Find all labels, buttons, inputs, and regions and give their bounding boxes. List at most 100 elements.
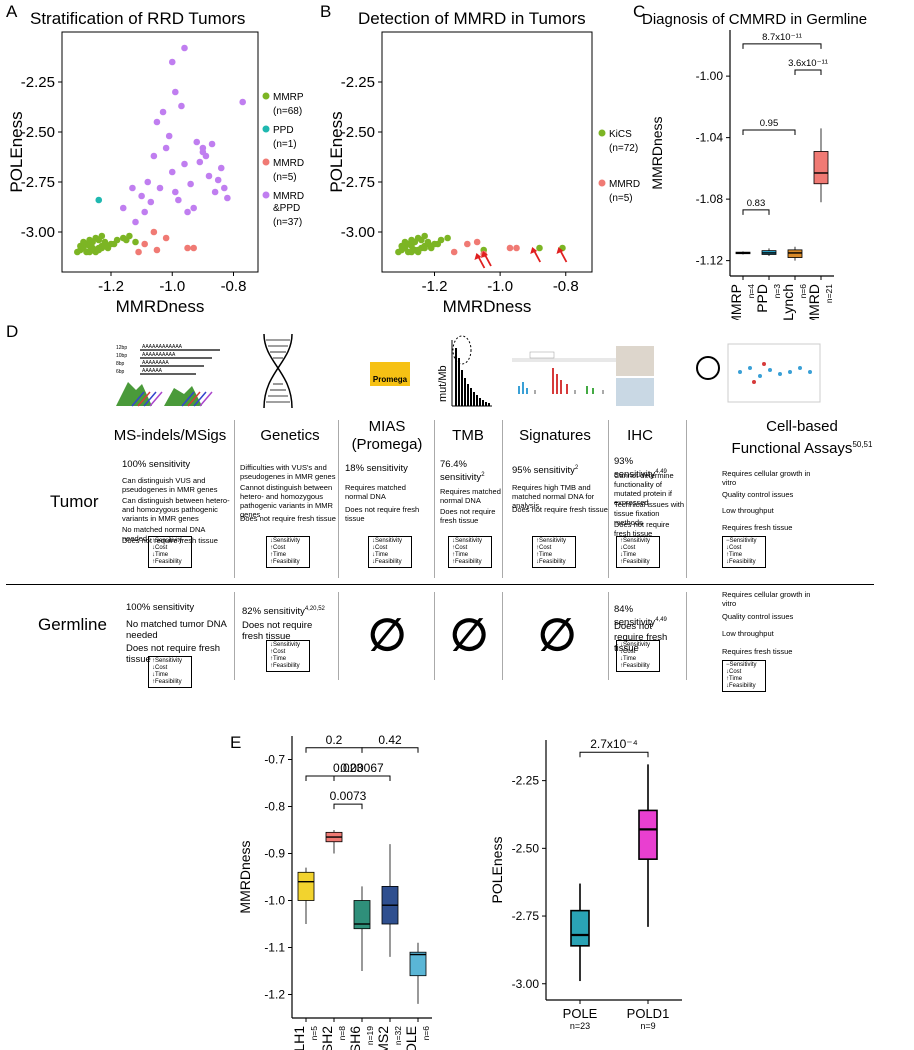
row-label-germline: Germline xyxy=(38,615,107,634)
germline-ihc-summary: ↓Sensitivity↓Cost↓Time↑Feasibility xyxy=(616,640,660,672)
data-point xyxy=(132,218,139,226)
summary-time: ↑Time xyxy=(726,552,743,558)
tumor-mias-summary: ↓Sensitivity↓Cost↓Time↓Feasibility xyxy=(368,536,412,568)
summary-cost: ↑Cost xyxy=(270,545,286,551)
icon-label: AAAAAAAAAA xyxy=(142,352,176,358)
summary-feasibility: ↓Feasibility xyxy=(726,559,756,565)
legend-count: (n=5) xyxy=(273,172,297,183)
tumor-tmb-note-2: Does not require fresh tissue xyxy=(440,507,496,525)
data-point xyxy=(129,184,136,192)
promega-logo: Promega xyxy=(370,362,410,386)
tumor-signatures-note-2: Does not require fresh tissue xyxy=(512,505,608,514)
tumor-ihc-summary: ↑Sensitivity↓Cost↓Time↑Feasibility xyxy=(616,536,660,568)
p-value-label: 0.42 xyxy=(378,733,402,747)
legend-swatch xyxy=(598,129,606,137)
summary-sensitivity: ↓Sensitivity xyxy=(372,538,403,544)
tumor-msindels-note-4: Does not require fresh tissue xyxy=(122,536,218,545)
p-value-label: 8.7x10⁻¹¹ xyxy=(762,32,802,43)
icon-label: 12bp xyxy=(116,345,127,351)
legend-swatch xyxy=(262,125,270,133)
tumor-ihc-note-2: Technical issues with tissue fixation me… xyxy=(614,500,685,527)
significance-bracket xyxy=(742,43,822,49)
summary-sensitivity: −Sensitivity xyxy=(726,538,757,544)
signatures-plot-icon xyxy=(512,351,616,394)
y-tick-label: -1.08 xyxy=(696,192,724,206)
x-tick-label: MSH2 xyxy=(319,1026,335,1050)
data-point xyxy=(150,152,158,160)
plot-frame xyxy=(381,31,593,273)
col-head-mias: MIAS (Promega) xyxy=(351,418,423,453)
col-head-signatures: Signatures xyxy=(519,427,591,444)
col-head-functional-assays-ref: 50,51 xyxy=(852,440,873,449)
germline-genetics-ref: 4,20,52 xyxy=(304,606,325,612)
y-tick-label: -2.75 xyxy=(512,909,540,923)
tumor-signatures-sensitivity: 95% sensitivity2 xyxy=(512,463,608,476)
panel-letter-d: D xyxy=(6,322,19,341)
data-point xyxy=(153,246,161,254)
data-point xyxy=(427,242,435,250)
icon-label: mut/Mb xyxy=(438,365,449,402)
y-tick-label: -1.0 xyxy=(264,894,285,908)
summary-sensitivity: ↓Sensitivity xyxy=(620,642,651,648)
col-head-functional-assays-text: Cell-based Functional Assays xyxy=(731,418,853,457)
col-head-tmb: TMB xyxy=(452,427,484,444)
significance-bracket xyxy=(742,129,796,135)
data-point xyxy=(450,248,458,256)
data-point xyxy=(162,234,170,242)
germline-functional-note-4: Requires fresh tissue xyxy=(722,647,793,656)
legend-label: KiCS xyxy=(609,129,632,140)
summary-time: ↑Time xyxy=(270,656,287,662)
ihc-tissue-control-icon xyxy=(616,378,654,406)
significance-bracket xyxy=(305,775,391,781)
germline-genetics-sensitivity-text: 82% sensitivity xyxy=(242,606,305,618)
tumor-signatures-sensitivity-text: 95% sensitivity xyxy=(512,465,575,477)
x-count-label: n=3 xyxy=(772,284,782,299)
dna-helix-icon xyxy=(263,333,293,409)
x-count-label: n=8 xyxy=(337,1026,347,1041)
x-tick-label: -1.0 xyxy=(487,278,513,295)
x-tick-label: -0.8 xyxy=(221,278,247,295)
germline-msindels-note-1: No matched tumor DNA needed xyxy=(126,619,227,641)
x-tick-label: POLE xyxy=(563,1006,598,1021)
significance-bracket xyxy=(742,209,770,215)
summary-feasibility: ↑Feasibility xyxy=(270,663,300,669)
y-tick-label: -0.8 xyxy=(264,800,285,814)
tumor-functional-note-4: Requires fresh tissue xyxy=(722,523,793,532)
col-head-genetics: Genetics xyxy=(260,427,320,444)
chart-title: Detection of MMRD in Tumors xyxy=(358,9,586,28)
data-point xyxy=(175,196,182,204)
significance-bracket xyxy=(333,803,363,810)
data-point xyxy=(401,238,409,246)
summary-sensitivity: ↓Sensitivity xyxy=(452,538,483,544)
summary-time: ↑Time xyxy=(270,552,287,558)
data-point xyxy=(506,244,514,252)
y-axis-label: POLEness xyxy=(327,111,346,192)
red-arrowhead xyxy=(556,247,564,254)
data-point xyxy=(92,234,99,242)
red-arrowhead xyxy=(530,247,538,254)
y-tick-label: -1.00 xyxy=(696,69,724,83)
x-tick-label: Lynch xyxy=(780,284,796,320)
red-arrowhead xyxy=(474,253,482,260)
data-point xyxy=(147,198,155,206)
data-point xyxy=(513,244,520,252)
tumor-mias-sensitivity: 18% sensitivity xyxy=(345,463,408,474)
panel-letter-e: E xyxy=(230,733,242,752)
summary-time: ↓Time xyxy=(152,552,169,558)
significance-bracket xyxy=(361,747,419,753)
x-tick-label: PMS2 xyxy=(375,1026,391,1050)
data-point xyxy=(536,244,543,252)
data-point xyxy=(138,192,145,200)
data-point xyxy=(408,236,415,244)
data-point xyxy=(135,248,142,256)
icon-label: AAAAAAAAAAAA xyxy=(142,344,183,350)
plot-frame xyxy=(61,31,259,273)
germline-signatures-not-applicable-icon: ∅ xyxy=(538,611,577,660)
legend-swatch xyxy=(598,179,606,187)
box-mlh1 xyxy=(297,871,315,901)
legend-count: (n=68) xyxy=(273,106,302,117)
data-point xyxy=(199,144,207,152)
legend-label: &PPD xyxy=(273,203,300,214)
data-point xyxy=(168,58,176,66)
summary-feasibility: ↓Feasibility xyxy=(536,559,566,565)
